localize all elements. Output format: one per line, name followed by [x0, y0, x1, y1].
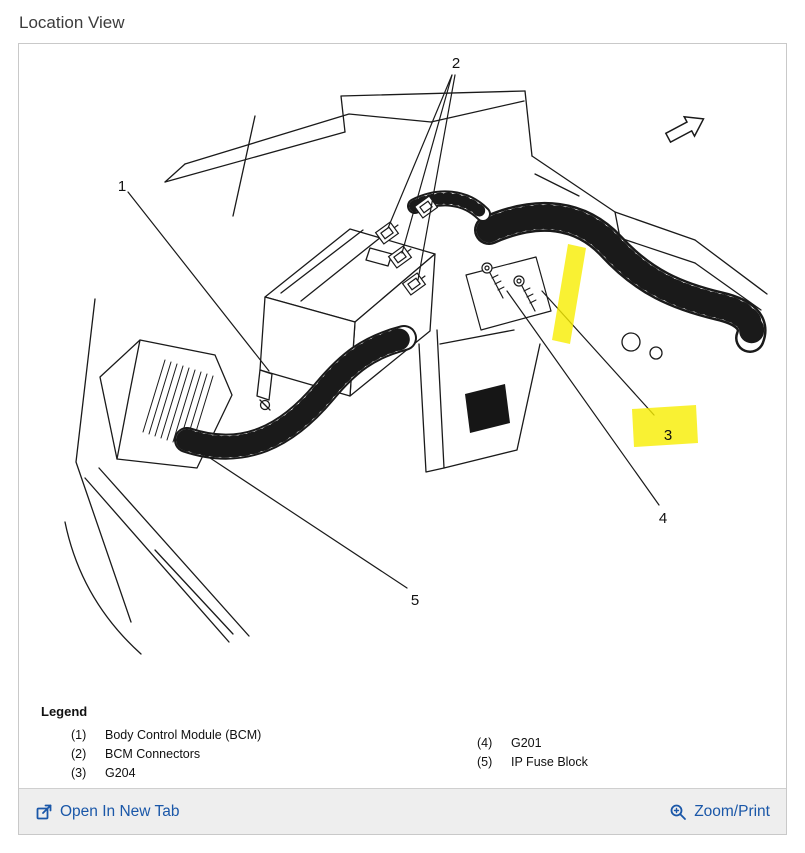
legend-num: (5)	[477, 755, 493, 769]
legend-title: Legend	[41, 704, 88, 719]
direction-arrow-icon	[664, 115, 705, 144]
legend-item-1: (1) Body Control Module (BCM)	[71, 726, 786, 745]
highlight-callout-3	[632, 405, 698, 447]
legend-label: IP Fuse Block	[511, 755, 588, 769]
wiring-harness	[174, 190, 767, 460]
location-diagram: 1 2 3 4 5	[64, 55, 768, 655]
callout-5: 5	[411, 592, 419, 609]
legend-item-2: (2) BCM Connectors	[71, 745, 786, 764]
zoom-print-label: Zoom/Print	[694, 802, 770, 820]
ground-screws	[465, 256, 552, 331]
diagram-area: 1 2 3 4 5	[19, 44, 786, 694]
legend-label: G201	[511, 736, 542, 750]
legend-item-5: (5) IP Fuse Block	[477, 753, 588, 772]
callout-3: 3	[664, 427, 672, 444]
legend-column-left: (1) Body Control Module (BCM) (2) BCM Conn…	[71, 726, 786, 783]
location-view-panel: 1 2 3 4 5 Legend (1) Body Control Module …	[18, 43, 787, 835]
zoom-icon	[670, 804, 687, 820]
legend-num: (3)	[71, 766, 87, 780]
structure-lines	[64, 90, 768, 655]
legend-label: Body Control Module (BCM)	[105, 728, 262, 742]
legend-num: (4)	[477, 736, 493, 750]
callout-numbers: 1 2 3 4 5	[118, 55, 672, 609]
legend-item-3: (3) G204	[71, 764, 786, 783]
legend-num: (1)	[71, 728, 87, 742]
bcm-connectors	[374, 195, 439, 296]
open-in-new-tab-link[interactable]: Open In New Tab	[35, 803, 179, 821]
legend-column-right: (4) G201 (5) IP Fuse Block	[477, 734, 588, 772]
highlight-stroke	[552, 244, 586, 344]
callout-1: 1	[118, 178, 126, 195]
zoom-print-link[interactable]: Zoom/Print	[669, 803, 770, 821]
callout-2: 2	[452, 55, 460, 72]
legend-label: BCM Connectors	[105, 747, 201, 761]
legend-item-4: (4) G201	[477, 734, 588, 753]
highlight-g204	[552, 244, 698, 447]
legend-label: G204	[105, 766, 136, 780]
legend-num: (2)	[71, 747, 87, 761]
footer-action-bar: Open In New Tab Zoom/Print	[19, 788, 786, 834]
legend: Legend (1) Body Control Module (BCM) (2) B…	[19, 704, 786, 798]
open-in-new-tab-icon	[36, 804, 52, 819]
open-in-new-tab-label: Open In New Tab	[60, 802, 180, 820]
page-title: Location View	[19, 13, 125, 32]
callout-4: 4	[659, 510, 667, 527]
